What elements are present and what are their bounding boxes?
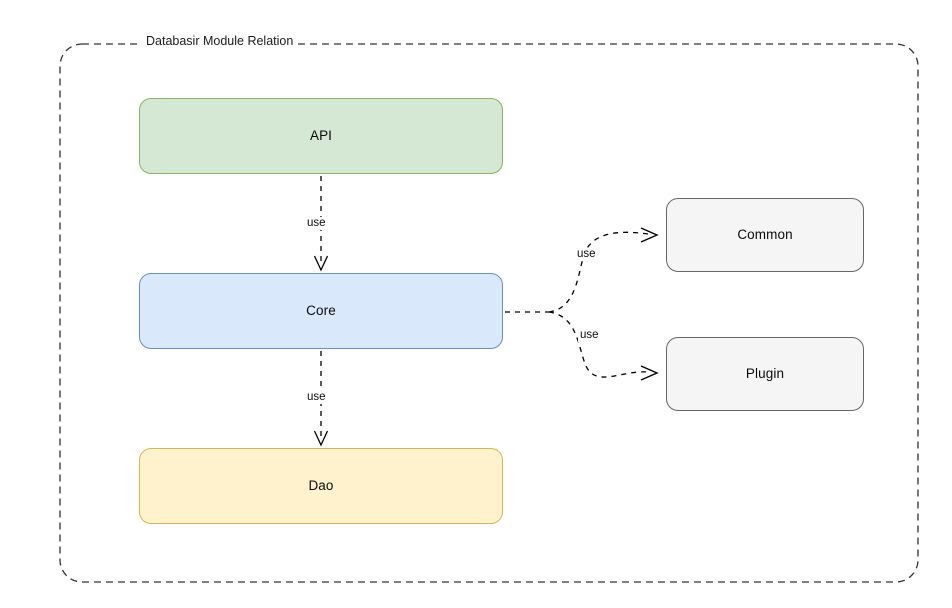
node-common[interactable]: Common <box>666 198 864 272</box>
node-core[interactable]: Core <box>139 273 503 349</box>
arrowhead-api-to-core <box>313 255 329 272</box>
edge-label-core-to-plugin: use <box>578 329 601 342</box>
node-api-label: API <box>309 128 333 144</box>
node-dao-label: Dao <box>308 478 334 494</box>
edge-core-to-common <box>548 231 649 313</box>
container-title: Databasir Module Relation <box>141 34 299 49</box>
node-plugin[interactable]: Plugin <box>666 337 864 411</box>
node-core-label: Core <box>306 303 336 319</box>
node-common-label: Common <box>737 227 793 243</box>
edge-core-to-plugin <box>548 311 649 378</box>
arrowhead-core-to-dao <box>313 430 329 447</box>
node-api[interactable]: API <box>139 98 503 174</box>
edge-label-api-to-core: use <box>305 217 328 230</box>
arrowhead-core-to-common <box>640 227 659 243</box>
edge-label-core-to-dao: use <box>305 391 328 404</box>
node-plugin-label: Plugin <box>745 366 785 382</box>
edge-label-core-to-common: use <box>575 248 598 261</box>
node-dao[interactable]: Dao <box>139 448 503 524</box>
arrowhead-core-to-plugin <box>640 365 659 381</box>
